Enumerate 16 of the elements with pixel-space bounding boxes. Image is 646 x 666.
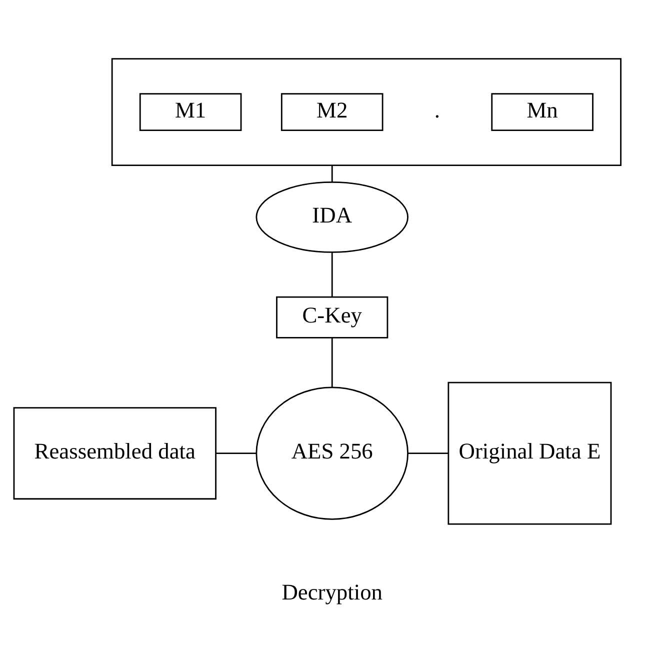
connector [331,164,333,182]
connector [408,452,448,454]
connector [331,337,333,387]
cluster [111,58,622,166]
node-box: M2 [280,92,384,130]
label: . [434,96,440,122]
connector [216,452,256,454]
node-box: Reassembled data [13,406,216,500]
node-box: Original Data E [448,381,612,524]
node-box: C-Key [276,296,388,338]
node-label: Decryption [282,578,383,604]
node-ellipse: IDA [256,180,408,252]
node-box: M1 [139,92,242,130]
connector [331,252,333,296]
node-ellipse: AES 256 [256,386,408,520]
node-box: Mn [491,92,594,130]
